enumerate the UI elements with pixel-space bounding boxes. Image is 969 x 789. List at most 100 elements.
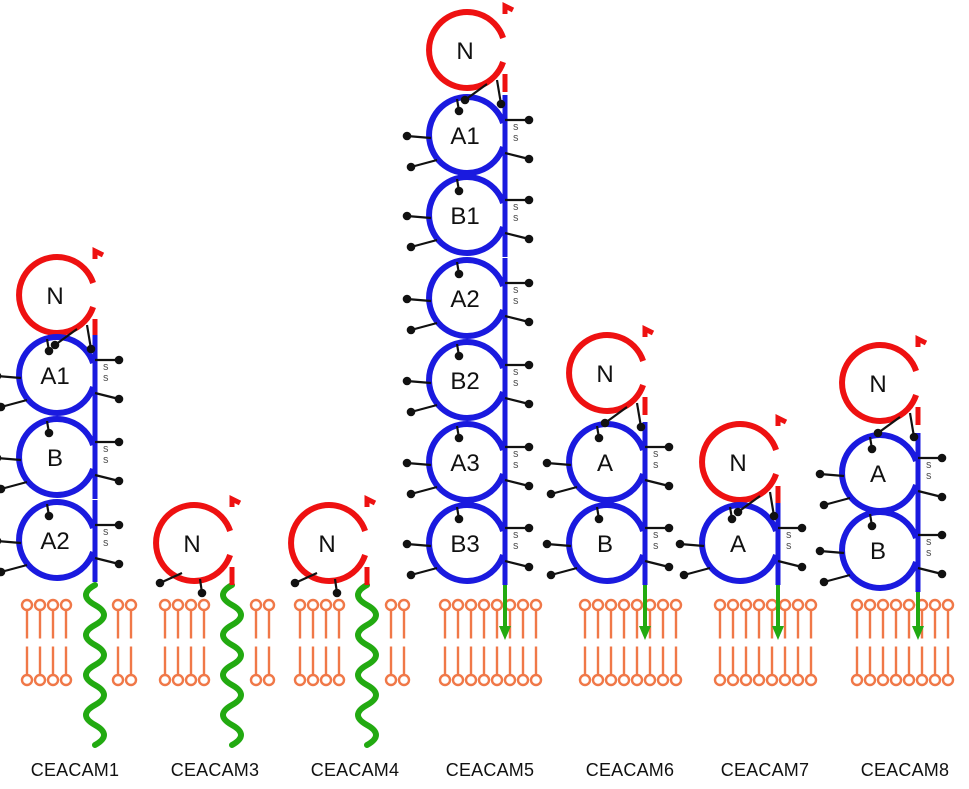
- disulfide-bond: ss: [513, 201, 519, 224]
- glycan-icon: [542, 539, 572, 549]
- domain-label: A3: [450, 450, 479, 477]
- disulfide-bond: ss: [926, 536, 932, 559]
- glycan-icon: [95, 520, 124, 530]
- glycan-icon: [727, 506, 737, 524]
- svg-text:s: s: [103, 443, 109, 455]
- glycan-icon: [594, 425, 604, 443]
- svg-text:s: s: [653, 459, 659, 471]
- glycan-icon: [815, 469, 845, 479]
- disulfide-bond: ss: [103, 361, 109, 384]
- molecule-ceacam4: N: [288, 494, 411, 748]
- glycan-icon: [402, 458, 432, 468]
- n-domain-n: N: [426, 1, 515, 92]
- svg-text:s: s: [653, 448, 659, 460]
- domain-label: B: [47, 445, 63, 472]
- glycan-icon: [777, 559, 807, 572]
- molecule-label-ceacam5: CEACAM5: [445, 760, 535, 780]
- glycan-icon: [454, 343, 464, 361]
- disulfide-bond: ss: [103, 443, 109, 466]
- glycan-icon: [505, 195, 534, 205]
- glycan-icon: [95, 437, 124, 447]
- svg-text:s: s: [513, 540, 519, 552]
- glycan-icon: [768, 491, 779, 521]
- domain-label: B: [597, 531, 613, 558]
- glycan-icon: [504, 314, 534, 327]
- molecule-label-ceacam7: CEACAM7: [720, 760, 810, 780]
- glycan-icon: [917, 489, 947, 502]
- svg-text:s: s: [103, 361, 109, 373]
- glycan-icon: [873, 416, 901, 438]
- svg-text:s: s: [103, 537, 109, 549]
- glycan-icon: [460, 83, 488, 105]
- glycan-icon: [495, 79, 506, 109]
- glycan-icon: [918, 453, 947, 463]
- svg-text:s: s: [513, 201, 519, 213]
- svg-text:s: s: [926, 547, 932, 559]
- domain-label: A2: [450, 286, 479, 313]
- glycan-icon: [454, 98, 464, 116]
- glycan-icon: [0, 480, 28, 494]
- svg-text:s: s: [513, 459, 519, 471]
- glycan-icon: [504, 478, 534, 491]
- glycan-icon: [778, 523, 807, 533]
- glycan-icon: [815, 546, 845, 556]
- glycan-icon: [94, 473, 124, 486]
- glycan-icon: [505, 278, 534, 288]
- glycan-icon: [594, 506, 604, 524]
- gpi-anchor-arrow: [912, 585, 924, 640]
- glycan-icon: [645, 523, 674, 533]
- svg-text:s: s: [513, 295, 519, 307]
- svg-text:s: s: [513, 132, 519, 144]
- membrane-bilayer: [438, 598, 543, 687]
- membrane-bilayer: [293, 598, 411, 687]
- disulfide-bond: ss: [103, 526, 109, 549]
- ig-domain-a2: ss A2: [426, 257, 519, 340]
- glycan-icon: [819, 496, 851, 510]
- glycan-icon: [406, 485, 438, 499]
- svg-text:s: s: [103, 454, 109, 466]
- n-domain-n: N: [566, 324, 655, 415]
- glycan-icon: [542, 458, 572, 468]
- glycan-icon: [406, 158, 438, 172]
- svg-text:s: s: [513, 377, 519, 389]
- glycan-icon: [644, 478, 674, 491]
- glycan-icon: [454, 261, 464, 279]
- membrane-bilayer: [850, 598, 955, 687]
- disulfide-bond: ss: [513, 284, 519, 307]
- svg-text:s: s: [926, 536, 932, 548]
- glycan-icon: [332, 578, 342, 598]
- molecule-label-ceacam8: CEACAM8: [860, 760, 950, 780]
- gpi-anchor-arrow: [639, 585, 651, 640]
- domain-label: N: [46, 283, 63, 310]
- domain-label: N: [456, 38, 473, 65]
- domain-label: B3: [450, 531, 479, 558]
- domain-label: N: [183, 531, 200, 558]
- glycan-icon: [0, 454, 22, 462]
- glycan-icon: [44, 338, 54, 356]
- glycan-icon: [402, 131, 432, 141]
- glycan-icon: [679, 566, 711, 580]
- n-domain-n: N: [839, 334, 928, 425]
- svg-text:s: s: [513, 212, 519, 224]
- domain-label: N: [869, 371, 886, 398]
- glycan-icon: [406, 566, 438, 580]
- disulfide-bond: ss: [786, 529, 792, 552]
- ig-domain-a: ssA: [699, 502, 792, 585]
- n-domain-n: N: [153, 494, 242, 585]
- glycan-icon: [645, 442, 674, 452]
- glycan-icon: [402, 539, 432, 549]
- svg-text:s: s: [513, 448, 519, 460]
- membrane-bilayer: [578, 598, 683, 687]
- glycan-icon: [0, 537, 22, 545]
- glycan-icon: [644, 559, 674, 572]
- svg-text:s: s: [786, 540, 792, 552]
- transmembrane-domain: [220, 582, 244, 748]
- glycan-icon: [918, 530, 947, 540]
- disulfide-bond: ss: [513, 448, 519, 471]
- n-domain-n: N: [699, 413, 788, 504]
- svg-text:s: s: [513, 284, 519, 296]
